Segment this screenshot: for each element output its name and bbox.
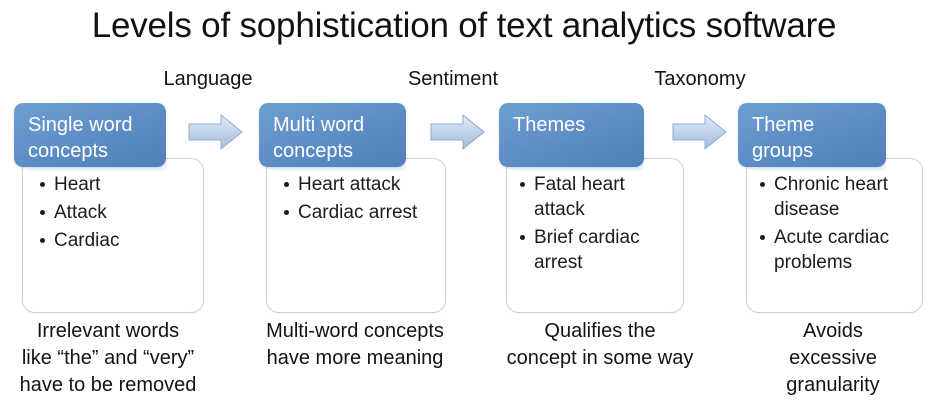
card-header-label: Multi word concepts — [273, 114, 365, 162]
card-body: Chronic heart disease Acute cardiac prob… — [746, 158, 923, 313]
list-item: Fatal heart attack — [517, 172, 677, 222]
card-header-label: Themes — [513, 114, 586, 136]
stage-label-language: Language — [163, 68, 253, 90]
page-title: Levels of sophistication of text analyti… — [91, 6, 837, 45]
list-item: Attack — [37, 200, 197, 225]
list-item: Heart — [37, 172, 197, 197]
caption-multi-word-concepts: Multi-word concepts have more meaning — [266, 320, 444, 369]
card-header-label: Single word concepts — [28, 114, 133, 162]
caption-single-word-concepts: Irrelevant words like “the” and “very” h… — [19, 320, 197, 396]
caption-theme-groups: Avoids excessive granularity — [786, 320, 880, 396]
list-item: Heart attack — [281, 172, 439, 197]
card-header-label: Theme groups — [752, 114, 815, 162]
card-body: Fatal heart attack Brief cardiac arrest — [506, 158, 684, 313]
list-item: Brief cardiac arrest — [517, 225, 677, 275]
arrow-taxonomy-icon — [672, 113, 728, 156]
card-item-list: Chronic heart disease Acute cardiac prob… — [757, 172, 916, 278]
list-item: Cardiac arrest — [281, 200, 439, 225]
arrow-sentiment-icon — [430, 113, 486, 156]
stage-label-sentiment: Sentiment — [407, 68, 499, 90]
card-header[interactable]: Multi word concepts — [259, 103, 406, 167]
arrow-language-icon — [188, 113, 244, 156]
list-item: Chronic heart disease — [757, 172, 916, 222]
caption-themes: Qualifies the concept in some way — [506, 320, 694, 369]
card-header[interactable]: Theme groups — [738, 103, 886, 167]
card-body: Heart attack Cardiac arrest — [266, 158, 446, 313]
card-item-list: Heart Attack Cardiac — [37, 172, 197, 256]
card-item-list: Heart attack Cardiac arrest — [281, 172, 439, 228]
list-item: Cardiac — [37, 228, 197, 253]
card-item-list: Fatal heart attack Brief cardiac arrest — [517, 172, 677, 278]
card-header[interactable]: Single word concepts — [14, 103, 166, 167]
list-item: Acute cardiac problems — [757, 225, 916, 275]
card-header[interactable]: Themes — [499, 103, 644, 167]
stage-label-taxonomy: Taxonomy — [654, 68, 746, 90]
card-body: Heart Attack Cardiac — [22, 158, 204, 313]
